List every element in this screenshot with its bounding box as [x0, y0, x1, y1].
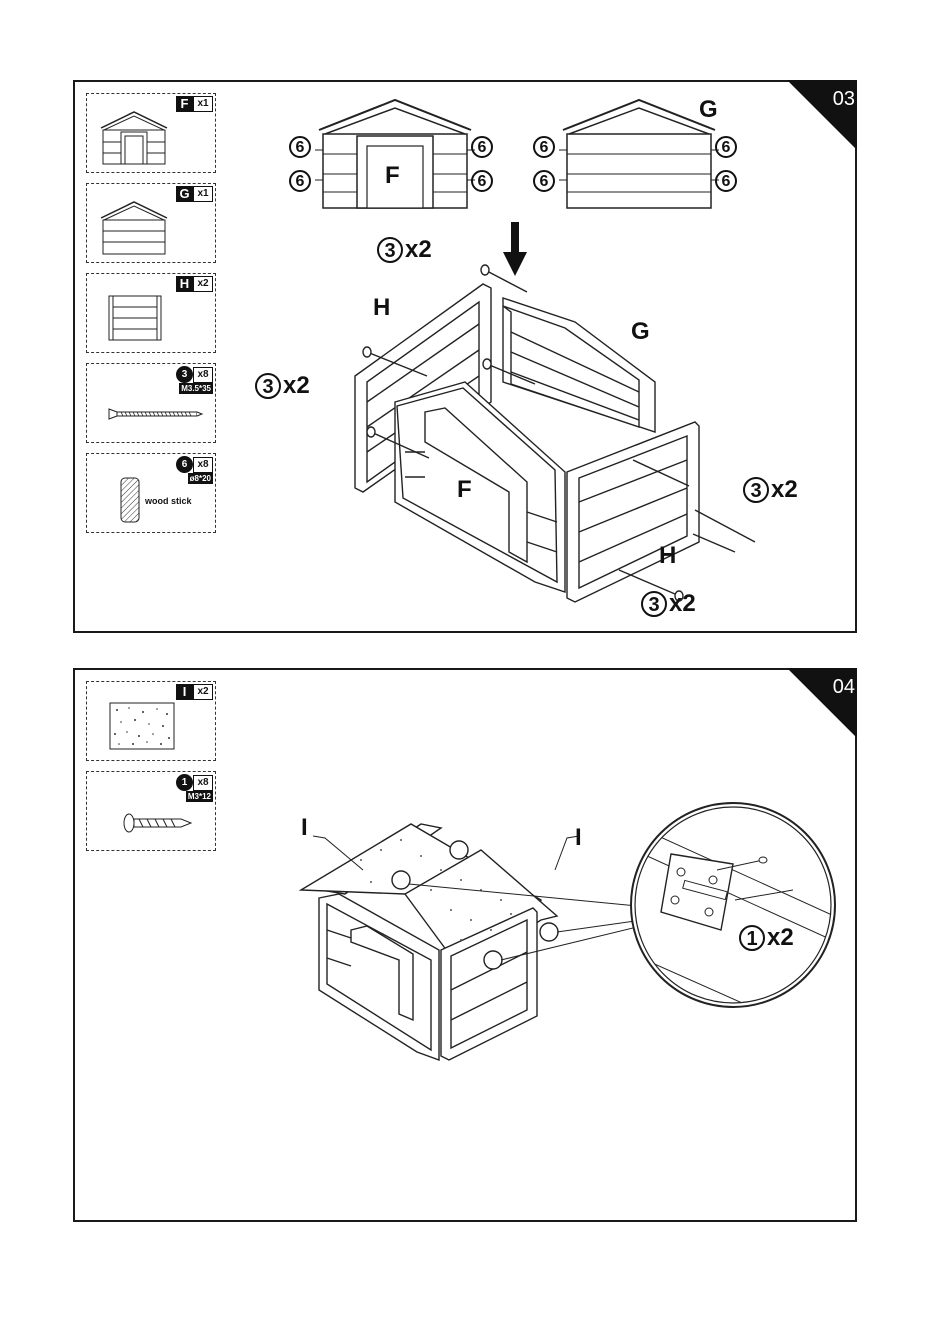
wood-stick-label: wood stick: [145, 496, 192, 506]
label-H-left: H: [373, 294, 390, 322]
screw-icon: [107, 406, 203, 422]
dowel-number-icon: 6: [715, 170, 737, 192]
part-number: 6: [176, 456, 193, 473]
screw-icon: [123, 812, 193, 834]
part-letter: H: [176, 276, 193, 292]
dowel-number-icon: 6: [533, 170, 555, 192]
leader-line-I-left: [303, 834, 393, 874]
step-number: 04: [833, 676, 855, 699]
screw-number-icon: 3: [255, 373, 281, 399]
roof-panel-I-thumbnail: [109, 702, 175, 750]
panel-G-diagram: [559, 96, 719, 212]
part-qty: x8: [193, 367, 213, 383]
label-F-top: F: [385, 162, 400, 190]
dowel-number-icon: 6: [471, 170, 493, 192]
label-H-right: H: [659, 542, 676, 570]
panel-G-thumbnail: [99, 198, 169, 256]
part-qty: x2: [193, 276, 213, 292]
label-I-right: I: [575, 824, 582, 852]
step-number-badge: 03: [787, 80, 857, 150]
screw-number-icon: 3: [641, 591, 667, 617]
label-F-assembly: F: [457, 476, 472, 504]
screw-number-icon: 3: [743, 477, 769, 503]
part-letter: G: [176, 186, 193, 202]
dowel-number-icon: 6: [715, 136, 737, 158]
part-qty: x8: [193, 775, 213, 791]
screw-qty: x2: [767, 924, 794, 952]
hinge-detail-magnifier: [623, 800, 843, 1010]
part-spec: M3.5*35: [179, 383, 213, 394]
part-number: 3: [176, 366, 193, 383]
screw-qty: x2: [771, 476, 798, 504]
assembly-diagram: [295, 252, 715, 612]
panel-F-thumbnail: [99, 108, 169, 166]
label-G-assembly: G: [631, 318, 650, 346]
screw-qty: x2: [283, 372, 310, 400]
label-G-top: G: [699, 96, 718, 124]
screw-qty: x2: [405, 236, 432, 264]
dowel-number-icon: 6: [289, 170, 311, 192]
panel-F-diagram: [315, 96, 475, 212]
part-qty: x8: [193, 457, 213, 473]
screw-qty: x2: [669, 590, 696, 618]
label-I-left: I: [301, 814, 308, 842]
part-qty: x1: [193, 186, 213, 202]
part-spec: M3*12: [186, 791, 213, 802]
part-letter: I: [176, 684, 193, 700]
screw-number-icon: 1: [739, 925, 765, 951]
dowel-number-icon: 6: [471, 136, 493, 158]
part-letter: F: [176, 96, 193, 112]
part-spec: ø8*20: [188, 473, 213, 484]
dowel-number-icon: 6: [289, 136, 311, 158]
step-number: 03: [833, 88, 855, 111]
panel-H-thumbnail: [107, 294, 163, 342]
dowel-number-icon: 6: [533, 136, 555, 158]
screw-number-icon: 3: [377, 237, 403, 263]
part-qty: x2: [193, 684, 213, 700]
part-number: 1: [176, 774, 193, 791]
step-number-badge: 04: [787, 668, 857, 738]
wood-stick-icon: [119, 476, 141, 524]
part-qty: x1: [193, 96, 213, 112]
